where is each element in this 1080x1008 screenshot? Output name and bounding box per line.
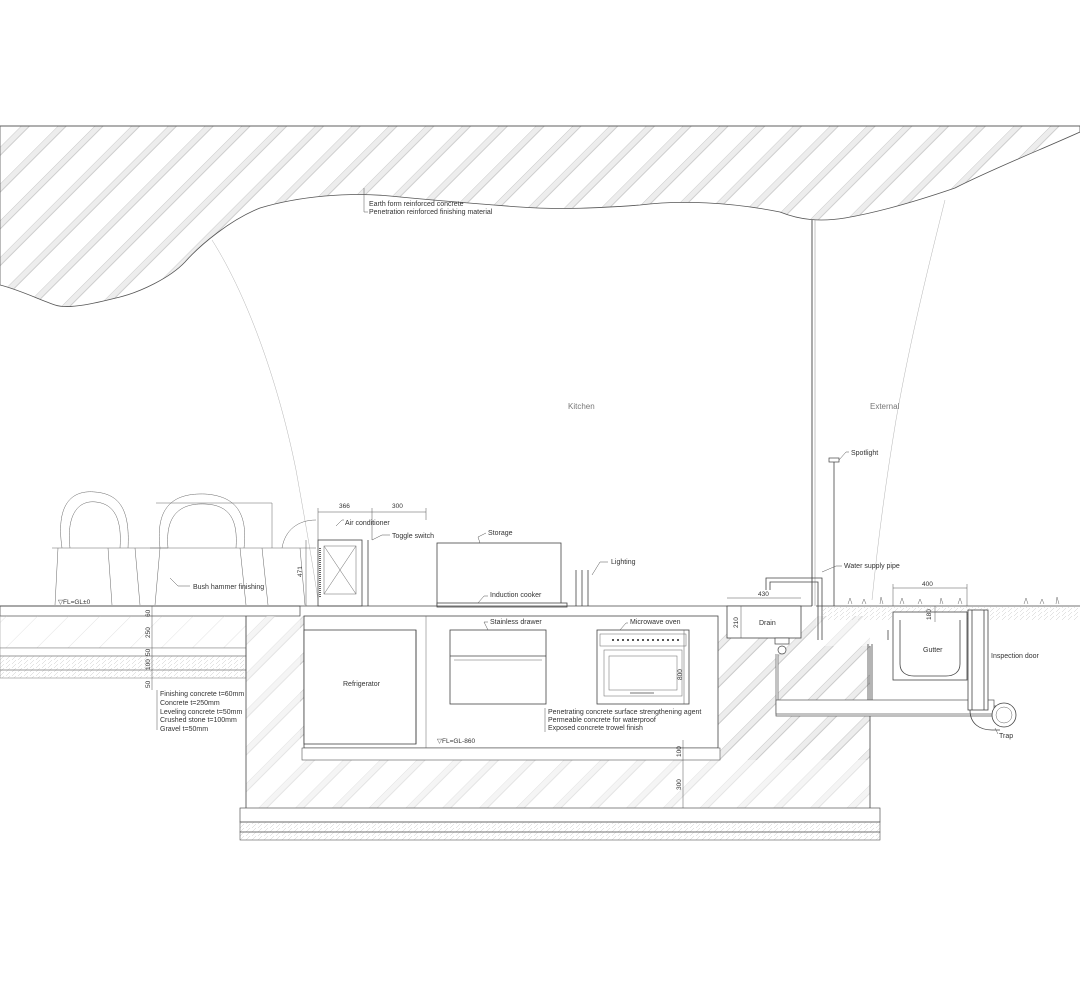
interior-curve-left bbox=[211, 239, 319, 601]
microwave-oven: Microwave oven 800 bbox=[596, 619, 690, 705]
stack-dim-2: 250 bbox=[145, 627, 152, 638]
slab-dims: 100 300 bbox=[676, 740, 684, 808]
pit-finish-1: Penetrating concrete surface strengtheni… bbox=[548, 709, 701, 716]
stack-dim-5: 50 bbox=[145, 680, 152, 688]
microwave-label: Microwave oven bbox=[630, 619, 681, 626]
inspection-door: Inspection door bbox=[967, 609, 1040, 711]
pit-finish-2: Permeable concrete for waterproof bbox=[548, 717, 656, 724]
lighting-label: Lighting bbox=[611, 559, 636, 566]
storage-label: Storage bbox=[488, 530, 513, 537]
floor-stack-dims: 60 250 50 100 50 bbox=[145, 606, 153, 690]
trap: Trap bbox=[969, 702, 1017, 740]
external-label: External bbox=[870, 402, 900, 411]
drain-basin: 430 210 Drain bbox=[726, 591, 802, 655]
pit-finishes-note: Penetrating concrete surface strengtheni… bbox=[544, 708, 701, 732]
roof-note-line-1: Earth form reinforced concrete bbox=[369, 201, 464, 208]
pit-finish-3: Exposed concrete trowel finish bbox=[548, 725, 643, 732]
roof-note: Earth form reinforced concrete Penetrati… bbox=[363, 188, 493, 216]
refrigerator: Refrigerator bbox=[303, 616, 427, 748]
microwave-height-dim: 800 bbox=[677, 669, 684, 680]
gutter: 400 180 Gutter bbox=[892, 581, 968, 681]
ac-notes: Air conditioner Toggle switch bbox=[335, 519, 434, 541]
spotlight: Spotlight bbox=[828, 450, 878, 606]
inspection-door-label: Inspection door bbox=[991, 653, 1040, 660]
gutter-label: Gutter bbox=[923, 647, 943, 654]
floor-slab-left bbox=[0, 605, 812, 679]
lighting-fixture: Lighting bbox=[575, 559, 636, 606]
gutter-width-dim: 400 bbox=[922, 581, 933, 588]
water-supply-label: Water supply pipe bbox=[844, 563, 900, 570]
air-conditioner-label: Air conditioner bbox=[345, 520, 390, 527]
floor-layer-1: Finishing concrete t=60mm bbox=[160, 691, 244, 698]
ac-width-dim: 366 bbox=[339, 503, 350, 510]
pit-level-label: ▽FL=GL-860 bbox=[437, 738, 475, 745]
ac-gap-dim: 300 bbox=[392, 503, 403, 510]
stack-dim-1: 60 bbox=[145, 609, 152, 617]
floor-level-label: ▽FL=GL±0 bbox=[58, 599, 91, 606]
roof-note-line-2: Penetration reinforced finishing materia… bbox=[369, 209, 493, 216]
ac-dimensions: 366 300 471 bbox=[297, 503, 427, 606]
spotlight-label: Spotlight bbox=[851, 450, 878, 457]
drain-width-dim: 430 bbox=[758, 591, 769, 598]
dining-chairs bbox=[52, 491, 317, 606]
interior-curve-right bbox=[871, 199, 946, 601]
drain-height-dim: 210 bbox=[733, 617, 740, 628]
stainless-drawer: Stainless drawer bbox=[449, 619, 547, 705]
toggle-switch-label: Toggle switch bbox=[392, 533, 434, 540]
gutter-depth-dim: 180 bbox=[926, 609, 933, 620]
stainless-drawer-label: Stainless drawer bbox=[490, 619, 542, 626]
stack-dim-3: 50 bbox=[145, 648, 152, 656]
induction-cooker: Induction cooker bbox=[436, 592, 568, 608]
floor-layer-5: Gravel t=50mm bbox=[160, 726, 208, 733]
air-conditioner bbox=[317, 539, 369, 607]
ac-height-dim: 471 bbox=[297, 566, 304, 577]
slab-bottom-dim: 100 bbox=[676, 746, 683, 757]
bush-hammer-label: Bush hammer finishing bbox=[193, 584, 264, 591]
trap-label: Trap bbox=[999, 733, 1013, 740]
base-depth-dim: 300 bbox=[676, 779, 683, 790]
induction-cooker-label: Induction cooker bbox=[490, 592, 542, 599]
kitchen-label: Kitchen bbox=[568, 402, 595, 411]
floor-layer-3: Leveling concrete t=50mm bbox=[160, 709, 242, 716]
roof-concrete-shell bbox=[0, 125, 1080, 307]
bush-hammer-note: Bush hammer finishing bbox=[169, 577, 264, 591]
stack-dim-4: 100 bbox=[145, 659, 152, 670]
refrigerator-label: Refrigerator bbox=[343, 681, 381, 688]
floor-layers-note: Finishing concrete t=60mm Concrete t=250… bbox=[156, 690, 244, 733]
drain-label: Drain bbox=[759, 620, 776, 627]
floor-layer-2: Concrete t=250mm bbox=[160, 700, 220, 707]
floor-layer-4: Crushed stone t=100mm bbox=[160, 717, 237, 724]
